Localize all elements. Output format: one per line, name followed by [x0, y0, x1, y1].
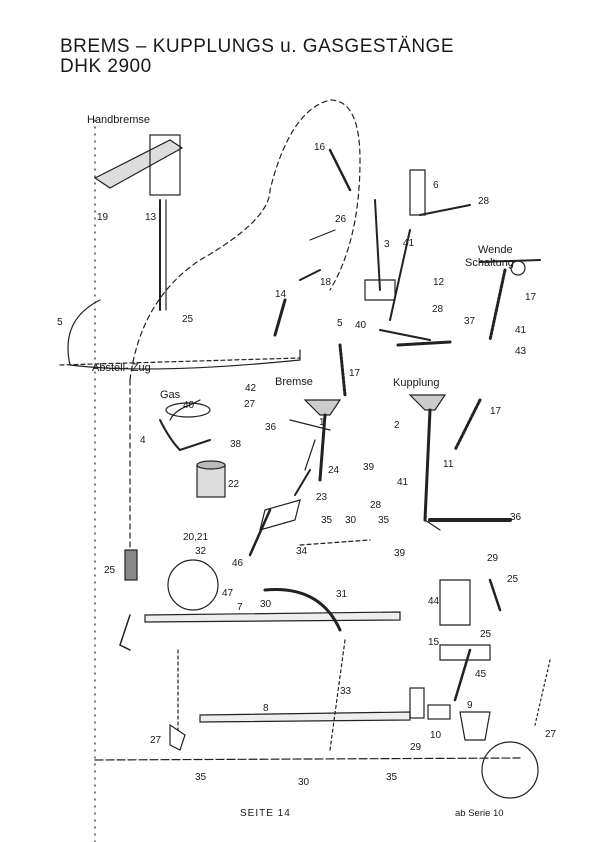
part-number: 6: [433, 180, 439, 191]
label-schaltung: Schaltung: [465, 257, 514, 269]
part-number: 35: [195, 772, 207, 783]
part-number: 35: [386, 772, 398, 783]
part-number: 13: [145, 212, 157, 223]
part-number: 15: [428, 637, 440, 648]
part-number: 17: [490, 406, 502, 417]
label-kupplung: Kupplung: [393, 377, 440, 389]
model-title: DHK 2900: [60, 56, 152, 77]
part-number: 31: [336, 589, 348, 600]
part-number: 44: [428, 596, 440, 607]
part-number: 14: [275, 289, 287, 300]
part-number: 27: [150, 735, 162, 746]
part-number: 28: [432, 304, 444, 315]
part-number: 37: [464, 316, 476, 327]
part-number: 29: [487, 553, 499, 564]
part-number: 40: [183, 400, 195, 411]
part-number: 24: [328, 465, 340, 476]
part-number: 8: [263, 703, 269, 714]
label-handbremse: Handbremse: [87, 114, 150, 126]
part-number: 38: [230, 439, 242, 450]
label-gas: Gas: [160, 389, 181, 401]
part-number: 25: [104, 565, 116, 576]
part-number: 22: [228, 479, 240, 490]
part-number: 17: [349, 368, 361, 379]
part-number: 10: [430, 730, 442, 741]
page-title: BREMS – KUPPLUNGS u. GASGESTÄNGE: [60, 36, 454, 57]
part-number: 5: [337, 318, 343, 329]
part-number: 11: [443, 459, 454, 470]
part-number: 17: [525, 292, 537, 303]
part-number: 39: [394, 548, 406, 559]
part-number: 25: [480, 629, 492, 640]
part-number: 1: [319, 417, 325, 428]
part-number: 30: [298, 777, 310, 788]
part-number: 27: [545, 729, 557, 740]
part-number: 40: [355, 320, 367, 331]
page-number: SEITE 14: [240, 808, 291, 819]
part-number: 29: [410, 742, 422, 753]
label-abstellzug: Abstell- Zug: [92, 362, 151, 374]
part-number: 41: [403, 238, 415, 249]
part-number: 46: [232, 558, 244, 569]
part-number: 18: [320, 277, 332, 288]
part-number: 42: [245, 383, 257, 394]
part-number: 23: [316, 492, 328, 503]
part-number: 28: [370, 500, 382, 511]
part-number: 20,21: [183, 532, 208, 543]
part-number: 35: [321, 515, 333, 526]
label-bremse: Bremse: [275, 376, 313, 388]
part-number: 16: [314, 142, 326, 153]
part-number: 30: [260, 599, 272, 610]
part-number: 4: [140, 435, 146, 446]
part-number: 39: [363, 462, 375, 473]
part-number: 32: [195, 546, 207, 557]
part-number: 2: [394, 420, 400, 431]
part-number: 26: [335, 214, 347, 225]
part-number: 33: [340, 686, 352, 697]
part-number: 19: [97, 212, 109, 223]
part-number: 7: [237, 602, 243, 613]
part-number: 36: [510, 512, 522, 523]
part-number: 27: [244, 399, 256, 410]
handbrake-bracket: [149, 134, 181, 196]
series-note: ab Serie 10: [455, 808, 504, 819]
part-number: 9: [467, 700, 473, 711]
part-number: 43: [515, 346, 527, 357]
part-number: 25: [182, 314, 194, 325]
part-number: 12: [433, 277, 445, 288]
part-number: 28: [478, 196, 490, 207]
part-number: 30: [345, 515, 357, 526]
part-number: 5: [57, 317, 63, 328]
part-number: 41: [397, 477, 409, 488]
label-wende: Wende: [478, 244, 513, 256]
part-number: 45: [475, 669, 487, 680]
part-number: 41: [515, 325, 527, 336]
part-number: 3: [384, 239, 390, 250]
part-number: 47: [222, 588, 234, 599]
part-number: 25: [507, 574, 519, 585]
part-number: 34: [296, 546, 308, 557]
part-number: 35: [378, 515, 390, 526]
part-number: 36: [265, 422, 277, 433]
